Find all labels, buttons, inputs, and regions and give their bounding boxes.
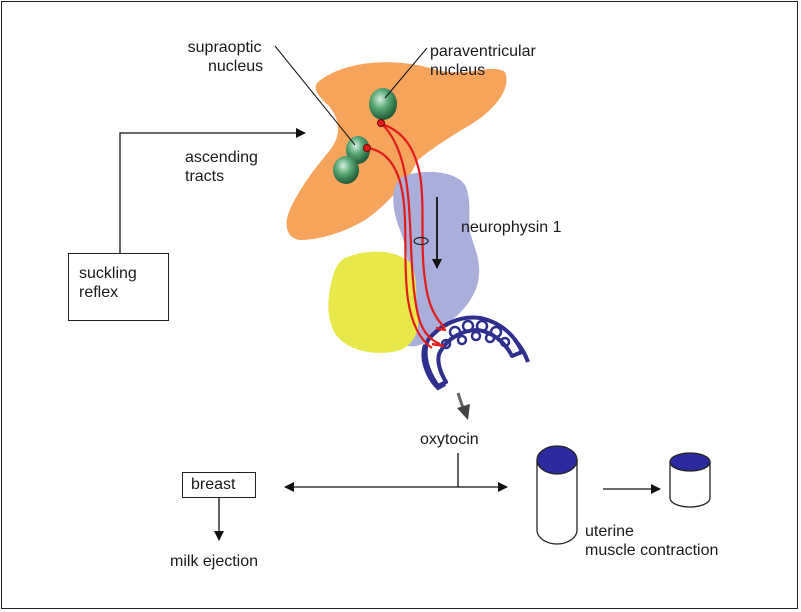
- supraoptic-nucleus-shape-2: [333, 156, 359, 184]
- paraventricular-label-line1: paraventricular: [430, 42, 536, 61]
- paraventricular-label: paraventricular nucleus: [430, 42, 536, 80]
- ascending-label-line1: ascending: [185, 148, 258, 167]
- breast-box: breast: [182, 472, 256, 498]
- uterine-label-line2: muscle contraction: [585, 541, 718, 560]
- neurophysin-label: neurophysin 1: [461, 218, 562, 237]
- supraoptic-label-line2: nucleus: [186, 57, 263, 76]
- muscle-contracted: [670, 453, 710, 507]
- paraventricular-nucleus-shape: [369, 88, 397, 120]
- breast-label: breast: [191, 475, 255, 494]
- suckling-reflex-box: suckling reflex: [68, 253, 169, 321]
- release-arrowhead: [457, 404, 470, 420]
- milk-ejection-label: milk ejection: [170, 552, 258, 571]
- muscle-relaxed: [537, 446, 577, 544]
- supraoptic-label: supraoptic nucleus: [186, 38, 263, 76]
- supraoptic-neuron-dot: [364, 145, 371, 152]
- uterine-label: uterine muscle contraction: [585, 522, 718, 560]
- supraoptic-label-line1: supraoptic: [186, 38, 263, 57]
- ascending-label-line2: tracts: [185, 167, 258, 186]
- uterine-label-line1: uterine: [585, 522, 718, 541]
- suckling-label-line1: suckling: [79, 264, 168, 283]
- paraventricular-label-line2: nucleus: [430, 61, 536, 80]
- paraventricular-neuron-dot: [378, 120, 385, 127]
- ascending-tracts-label: ascending tracts: [185, 148, 258, 186]
- oxytocin-label: oxytocin: [420, 430, 479, 449]
- suckling-label-line2: reflex: [79, 283, 168, 302]
